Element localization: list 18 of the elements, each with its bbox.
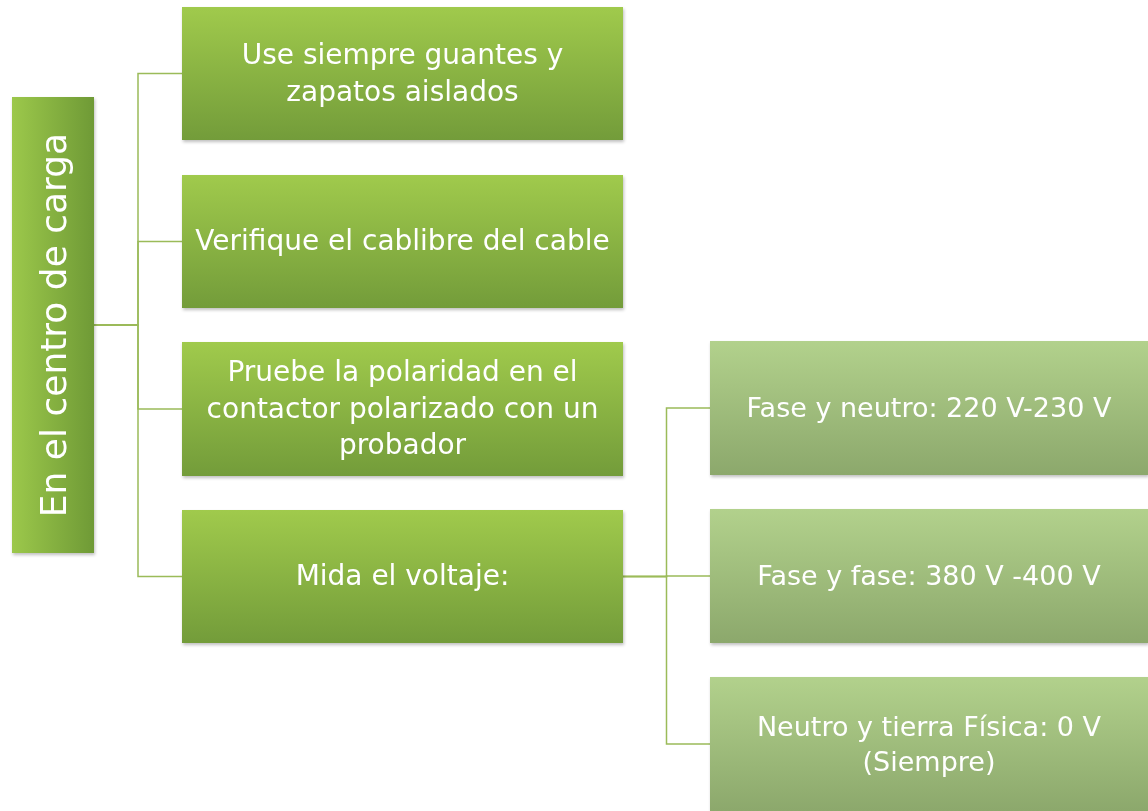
step-label: Neutro y tierra Física: 0 V (Siempre) xyxy=(755,709,1103,779)
step-box xyxy=(710,341,1148,475)
step-box xyxy=(182,510,623,643)
step-box xyxy=(182,175,623,308)
step-label: Use siempre guantes y zapatos aislados xyxy=(240,37,565,110)
step-box xyxy=(182,7,623,140)
step-label: Pruebe la polaridad en el contactor polarizado con un probador xyxy=(205,354,600,464)
root-label: En el centro de carga xyxy=(32,132,74,518)
step-box xyxy=(182,342,623,476)
title-bar xyxy=(12,97,94,553)
step-box xyxy=(710,677,1148,811)
step-label: Mida el voltaje: xyxy=(294,558,511,595)
connector-line xyxy=(93,324,183,578)
step-label: Fase y neutro: 220 V-230 V xyxy=(745,391,1113,426)
step-box xyxy=(710,509,1148,643)
connector-line xyxy=(622,575,711,745)
step-label: Verifique el cablibre del cable xyxy=(194,223,611,260)
step-label: Fase y fase: 380 V -400 V xyxy=(756,559,1102,594)
